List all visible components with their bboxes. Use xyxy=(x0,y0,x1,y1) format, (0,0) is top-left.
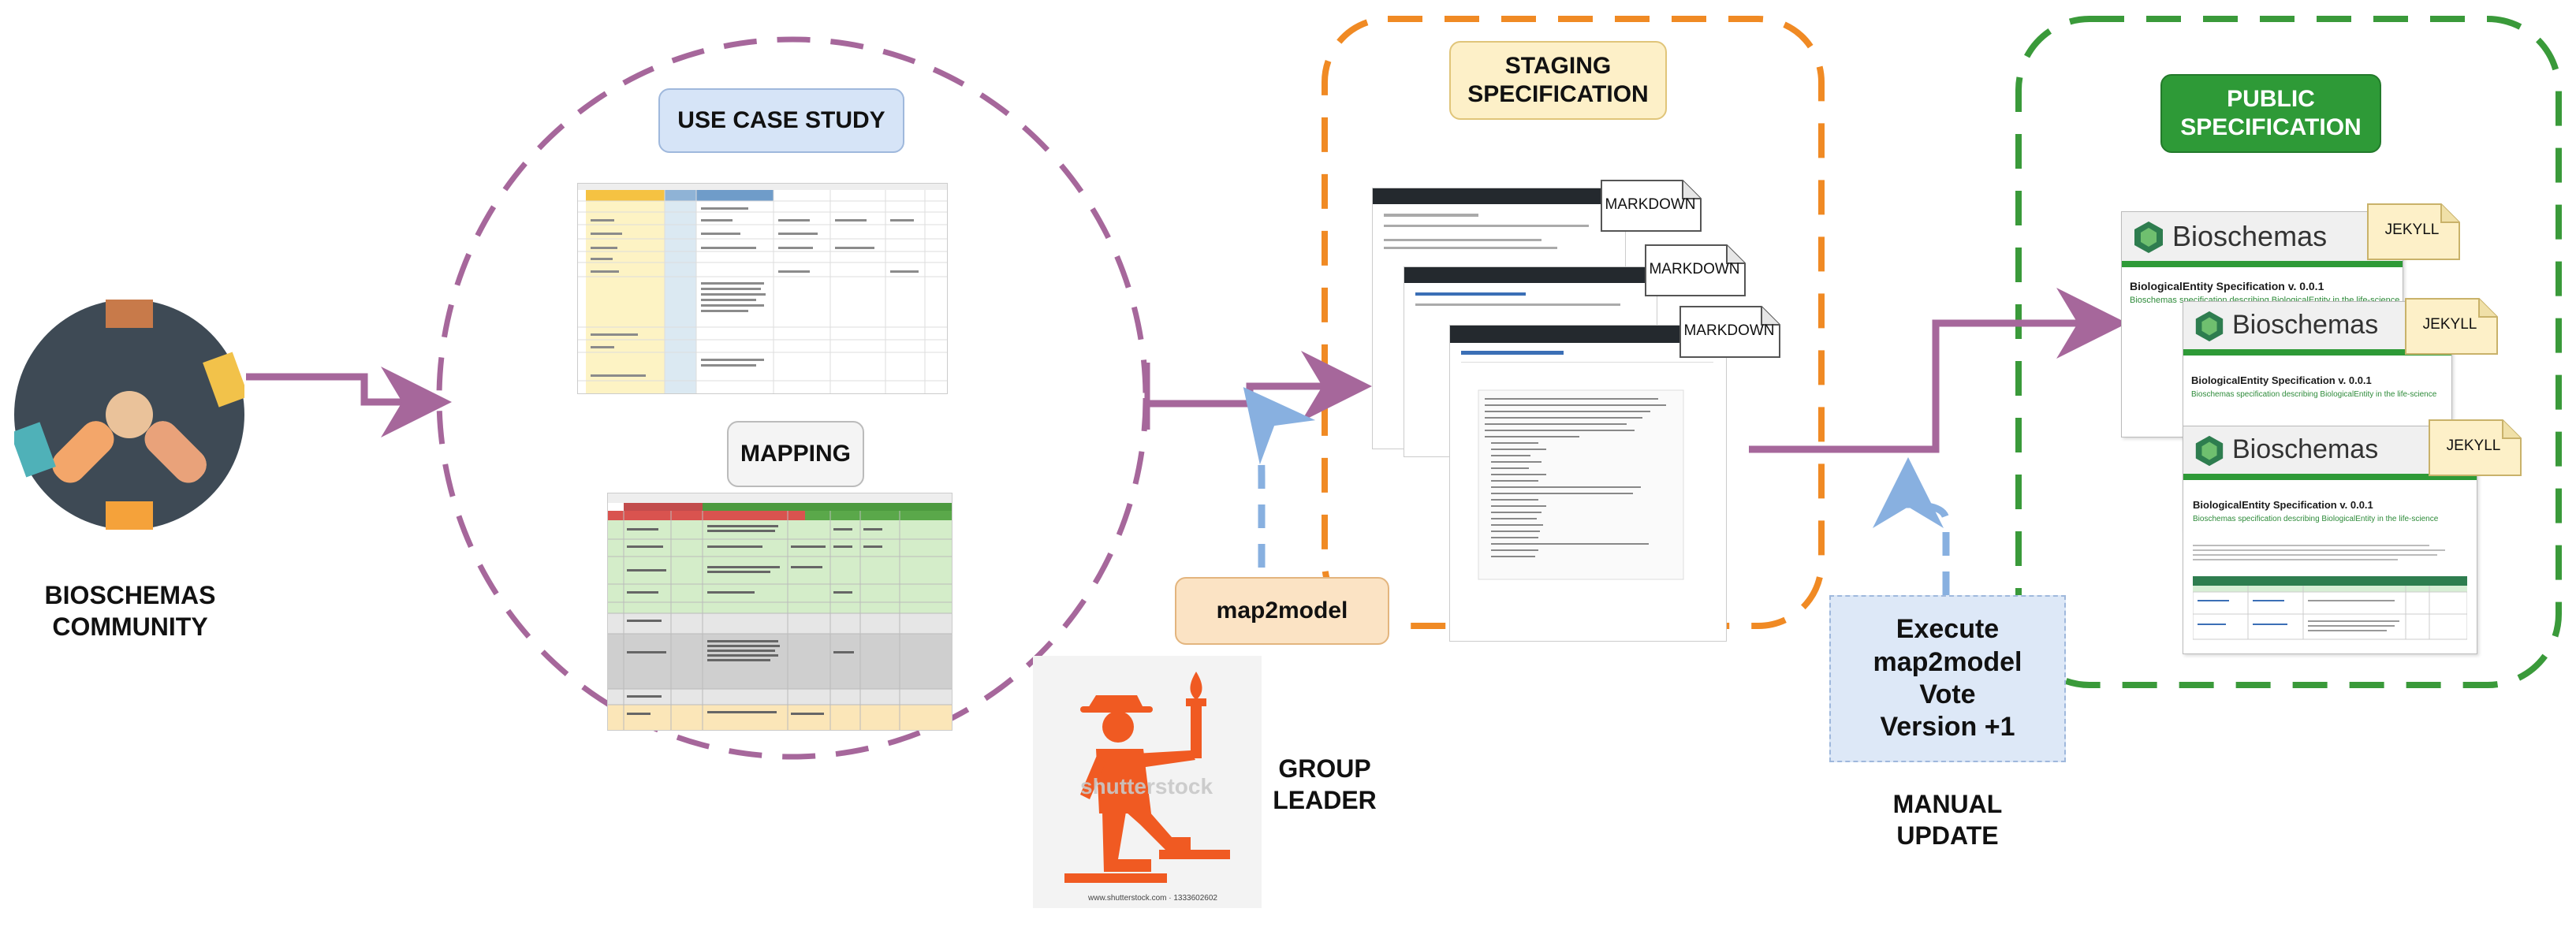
public-page-3-table xyxy=(2193,545,2467,640)
bioschemas-logo-icon xyxy=(2195,311,2224,342)
markdown-tag-3: MARKDOWN xyxy=(1683,322,1775,339)
arrow-leader-to-staging xyxy=(1243,386,1325,627)
public-page-3-site-name: Bioschemas xyxy=(2232,434,2379,464)
bioschemas-logo-icon xyxy=(2134,222,2163,253)
group-leader-caption-line1: GROUP xyxy=(1278,754,1371,783)
mapping-spreadsheet xyxy=(607,493,952,731)
public-dashed-frame xyxy=(2015,16,2562,688)
manual-line-map2model: map2model xyxy=(1873,646,2022,677)
usecase-label-text: USE CASE STUDY xyxy=(677,107,885,133)
public-label: PUBLIC SPECIFICATION xyxy=(2160,74,2381,153)
arrow-community-to-usecase xyxy=(246,367,452,437)
hand-shape xyxy=(52,421,114,483)
watermark-text: shutterstock xyxy=(1080,774,1213,799)
community-logo xyxy=(9,296,249,533)
map2model-label-text: map2model xyxy=(1216,598,1348,624)
arrow-staging-to-public xyxy=(1749,288,2127,453)
watermark-url: www.shutterstock.com · 1333602602 xyxy=(1088,894,1217,903)
manual-update-box: Execute map2model Vote Version +1 xyxy=(1829,595,2066,762)
public-page-1-spec-title: BiologicalEntity Specification v. 0.0.1 xyxy=(2130,280,2324,292)
usecase-label: USE CASE STUDY xyxy=(658,88,904,153)
manual-update-caption: MANUAL UPDATE xyxy=(1829,788,2066,851)
group-leader-caption: GROUP LEADER xyxy=(1246,753,1404,816)
public-label-line2: SPECIFICATION xyxy=(2180,114,2362,140)
map2model-label: map2model xyxy=(1175,577,1389,645)
jekyll-tag-2: JEKYLL xyxy=(2422,316,2477,333)
public-page-2-site-name: Bioschemas xyxy=(2232,310,2379,340)
staging-github-page-3 xyxy=(1449,325,1727,642)
manual-line-version: Version +1 xyxy=(1880,712,2015,743)
sleeve-shape xyxy=(106,296,153,328)
manual-update-caption-line2: UPDATE xyxy=(1896,821,1999,850)
jekyll-doc-icon: JEKYLL xyxy=(2405,298,2498,355)
group-leader-caption-line2: LEADER xyxy=(1273,786,1377,814)
community-caption-line1: BIOSCHEMAS xyxy=(44,581,216,609)
manual-update-caption-line1: MANUAL xyxy=(1892,790,2003,818)
sleeve-shape xyxy=(9,422,56,478)
staging-label-line2: SPECIFICATION xyxy=(1467,81,1649,107)
public-page-3-spec-title: BiologicalEntity Specification v. 0.0.1 xyxy=(2193,499,2373,511)
staging-label-line1: STAGING xyxy=(1504,53,1612,79)
hand-shape xyxy=(144,421,207,483)
public-page-1-site-name: Bioschemas xyxy=(2172,220,2328,252)
community-caption-line2: COMMUNITY xyxy=(52,612,208,641)
manual-line-execute: Execute xyxy=(1896,614,2000,645)
jekyll-tag-3: JEKYLL xyxy=(2446,437,2501,454)
markdown-doc-icon: MARKDOWN xyxy=(1645,244,1746,296)
community-caption: BIOSCHEMAS COMMUNITY xyxy=(16,579,244,642)
mapping-label-text: MAPPING xyxy=(740,441,851,467)
manual-line-vote: Vote xyxy=(1919,679,1976,709)
mapping-label: MAPPING xyxy=(727,421,864,487)
markdown-doc-icon: MARKDOWN xyxy=(1601,180,1702,232)
public-page-3-spec-subtitle: Bioschemas specification describing Biol… xyxy=(2193,515,2439,523)
staging-dashed-frame xyxy=(1322,16,1825,629)
group-leader-icon: shutterstock www.shutterstock.com · 1333… xyxy=(1033,656,1262,908)
public-page-2-spec-subtitle: Bioschemas specification describing Biol… xyxy=(2191,390,2437,399)
public-page-2-spec-title: BiologicalEntity Specification v. 0.0.1 xyxy=(2191,374,2372,386)
jekyll-doc-icon: JEKYLL xyxy=(2367,203,2460,260)
markdown-tag-1: MARKDOWN xyxy=(1605,196,1696,213)
public-label-line1: PUBLIC xyxy=(2227,86,2315,112)
sleeve-shape xyxy=(106,501,153,533)
sleeve-shape xyxy=(203,352,249,408)
bioschemas-logo-icon xyxy=(2195,435,2224,467)
arrow-manual-to-public xyxy=(1873,457,1950,595)
jekyll-tag-1: JEKYLL xyxy=(2384,222,2440,238)
staging-label: STAGING SPECIFICATION xyxy=(1449,41,1667,120)
public-page-3: Bioschemas BiologicalEntity Specificatio… xyxy=(2183,426,2477,654)
usecase-spreadsheet xyxy=(577,183,948,394)
markdown-doc-icon: MARKDOWN xyxy=(1679,306,1780,358)
markdown-tag-2: MARKDOWN xyxy=(1649,261,1740,277)
jekyll-doc-icon: JEKYLL xyxy=(2429,419,2522,476)
